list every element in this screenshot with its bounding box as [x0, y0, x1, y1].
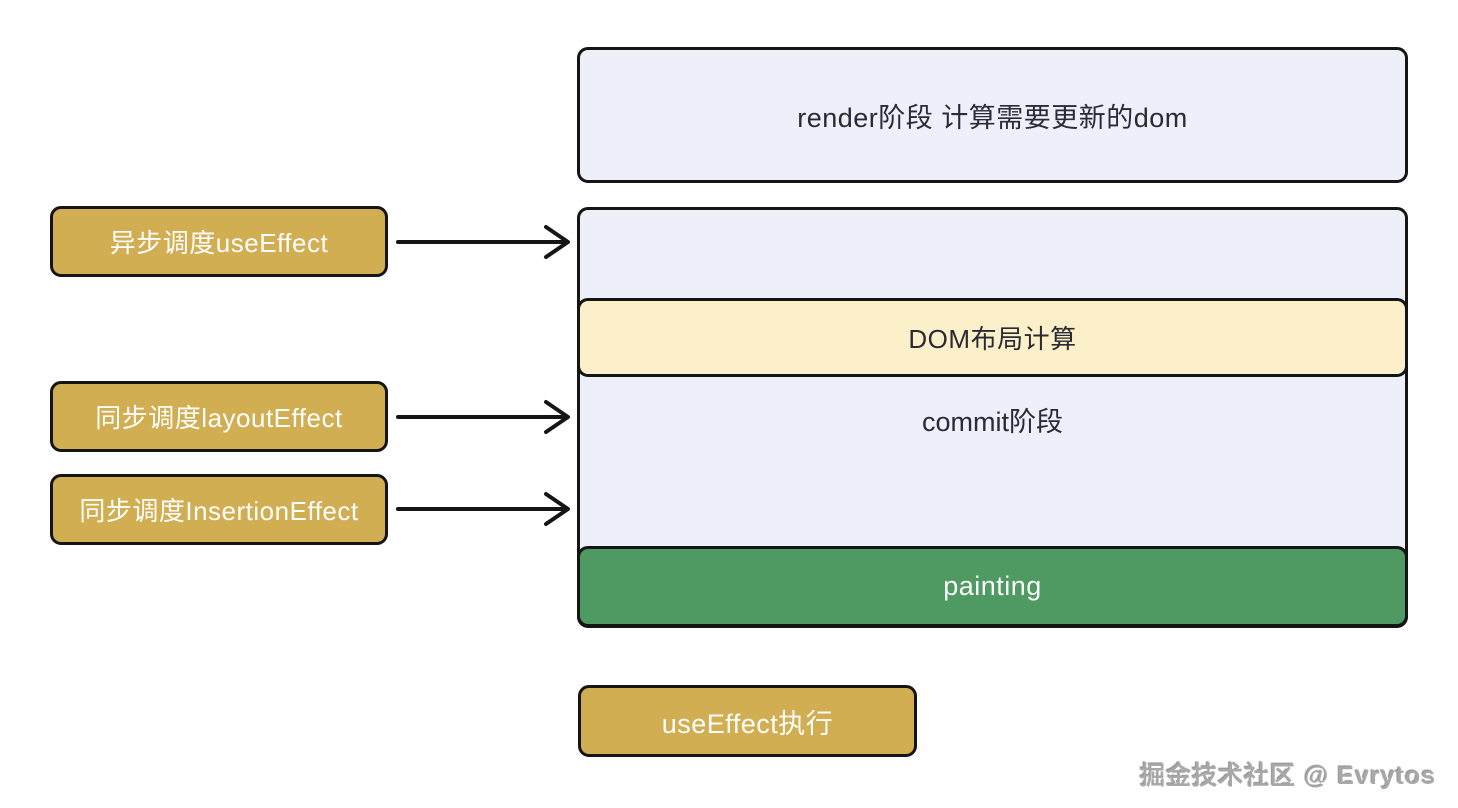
- async-schedule-useeffect-label: 异步调度useEffect: [109, 228, 329, 258]
- dom-layout-label: DOM布局计算: [908, 324, 1077, 354]
- painting-band: painting: [577, 546, 1408, 627]
- useeffect-run-node: useEffect执行: [578, 685, 917, 757]
- useeffect-run-label: useEffect执行: [661, 708, 834, 739]
- sync-schedule-layouteffect-label: 同步调度layoutEffect: [95, 403, 343, 433]
- dom-layout-band: DOM布局计算: [577, 298, 1408, 377]
- async-schedule-useeffect-node: 异步调度useEffect: [50, 206, 388, 277]
- painting-label: painting: [943, 571, 1042, 601]
- right-arrow-icon: [396, 400, 570, 434]
- sync-schedule-insertioneffect-node: 同步调度InsertionEffect: [50, 474, 388, 545]
- render-phase-label: render阶段 计算需要更新的dom: [797, 102, 1188, 133]
- render-phase-box: render阶段 计算需要更新的dom: [577, 47, 1408, 183]
- sync-schedule-insertioneffect-label: 同步调度InsertionEffect: [79, 496, 359, 526]
- sync-schedule-layouteffect-node: 同步调度layoutEffect: [50, 381, 388, 452]
- watermark: 掘金技术社区 @ Evrytos: [1140, 762, 1436, 790]
- commit-phase-label: commit阶段: [922, 407, 1063, 437]
- right-arrow-icon: [396, 492, 570, 526]
- right-arrow-icon: [396, 225, 570, 259]
